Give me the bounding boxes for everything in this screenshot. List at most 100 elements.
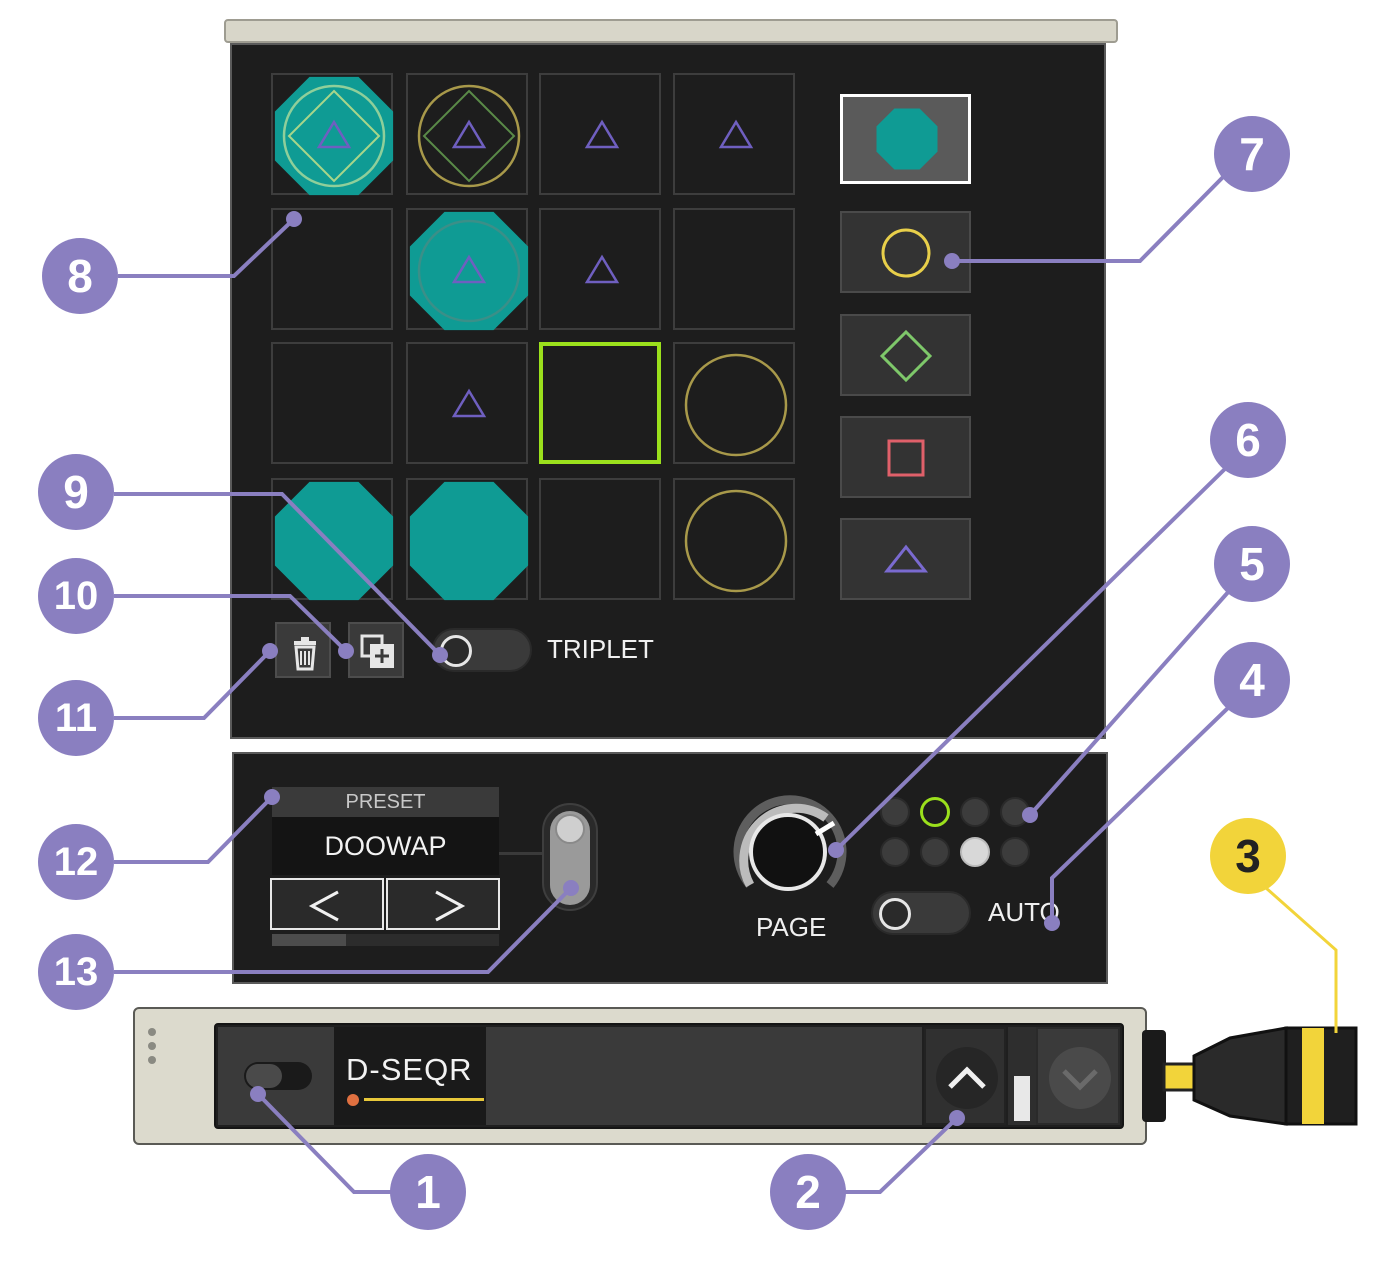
grid-cell[interactable] bbox=[673, 342, 795, 464]
triangle-shape bbox=[316, 119, 352, 149]
diamond-shape bbox=[422, 89, 516, 183]
page-led bbox=[920, 837, 950, 867]
callout-badge-6: 6 bbox=[1210, 402, 1286, 478]
level-fill bbox=[1014, 1076, 1030, 1121]
preset-prev-button[interactable] bbox=[270, 878, 384, 930]
preset-progress-track bbox=[272, 934, 499, 946]
callout-badge-11: 11 bbox=[38, 680, 114, 756]
callout-badge-2: 2 bbox=[770, 1154, 846, 1230]
page-label: PAGE bbox=[756, 912, 827, 942]
grid-cell[interactable] bbox=[271, 73, 394, 196]
duplicate-button[interactable] bbox=[348, 622, 404, 678]
callout-badge-13: 13 bbox=[38, 934, 114, 1010]
circle-shape bbox=[417, 219, 521, 323]
trash-icon bbox=[294, 637, 316, 671]
grid-cell[interactable] bbox=[406, 342, 528, 464]
callout-badge-8: 8 bbox=[42, 238, 118, 314]
octagon-shape bbox=[274, 481, 394, 601]
module-body bbox=[486, 1027, 922, 1125]
square-icon bbox=[887, 439, 925, 477]
triangle-shape bbox=[451, 388, 487, 418]
grid-cell[interactable] bbox=[673, 73, 795, 195]
panel-top-rail bbox=[224, 19, 1118, 43]
callout-badge-10: 10 bbox=[38, 558, 114, 634]
palette-octagon-button[interactable] bbox=[840, 94, 971, 184]
preset-name-display: DOOWAP bbox=[272, 817, 499, 875]
preset-progress-fill bbox=[272, 934, 346, 946]
circle-shape bbox=[684, 489, 788, 593]
callout-badge-3: 3 bbox=[1210, 818, 1286, 894]
cable-connector[interactable] bbox=[1140, 1020, 1360, 1130]
level-meter bbox=[1008, 1027, 1036, 1125]
toggle-knob bbox=[879, 898, 911, 930]
expand-down-button[interactable] bbox=[1036, 1027, 1120, 1125]
triangle-shape bbox=[584, 119, 620, 149]
palette-triangle-button[interactable] bbox=[840, 518, 971, 600]
circle-icon bbox=[881, 228, 931, 278]
octagon-shape bbox=[409, 481, 529, 601]
grid-cell[interactable] bbox=[539, 208, 661, 330]
triangle-shape bbox=[718, 119, 754, 149]
octagon-shape bbox=[274, 76, 394, 196]
palette-diamond-button[interactable] bbox=[840, 314, 971, 396]
status-led bbox=[347, 1094, 359, 1106]
connector-line bbox=[499, 852, 543, 855]
module-name: D-SEQR bbox=[346, 1052, 473, 1087]
triplet-label: TRIPLET bbox=[547, 634, 654, 664]
callout-badge-7: 7 bbox=[1214, 116, 1290, 192]
grid-cell[interactable] bbox=[539, 342, 661, 464]
palette-square-button[interactable] bbox=[840, 416, 971, 498]
auto-toggle[interactable] bbox=[871, 891, 971, 935]
preset-next-button[interactable] bbox=[386, 878, 500, 930]
octagon-shape bbox=[409, 211, 529, 331]
power-toggle[interactable] bbox=[244, 1062, 312, 1090]
circle-shape bbox=[684, 353, 788, 457]
page-led bbox=[1000, 837, 1030, 867]
grid-cell[interactable] bbox=[271, 208, 393, 330]
circle-shape bbox=[282, 84, 386, 188]
grip-dot bbox=[148, 1056, 156, 1064]
duplicate-plus-icon bbox=[360, 634, 394, 668]
diamond-icon bbox=[879, 329, 933, 383]
chevron-left-icon bbox=[308, 890, 339, 922]
page-led bbox=[960, 797, 990, 827]
grid-cell[interactable] bbox=[673, 478, 795, 600]
grid-cell[interactable] bbox=[539, 73, 661, 195]
preset-header: PRESET bbox=[272, 787, 499, 817]
toggle-knob bbox=[246, 1064, 282, 1088]
circle-shape bbox=[417, 84, 521, 188]
page-led bbox=[920, 797, 950, 827]
triangle-shape bbox=[451, 119, 487, 149]
callout-badge-9: 9 bbox=[38, 454, 114, 530]
grid-cell[interactable] bbox=[406, 478, 529, 601]
grid-cell[interactable] bbox=[271, 342, 393, 464]
switch-knob bbox=[555, 814, 585, 844]
triplet-toggle[interactable] bbox=[432, 628, 532, 672]
page-led bbox=[880, 837, 910, 867]
grid-cell[interactable] bbox=[271, 478, 394, 601]
triangle-icon bbox=[883, 544, 929, 573]
callout-badge-5: 5 bbox=[1214, 526, 1290, 602]
grip-dot bbox=[148, 1028, 156, 1036]
page-led bbox=[960, 837, 990, 867]
module-name-box bbox=[334, 1027, 486, 1125]
callout-badge-12: 12 bbox=[38, 824, 114, 900]
chevron-down-icon bbox=[1049, 1047, 1111, 1109]
chevron-right-icon bbox=[435, 890, 466, 922]
octagon-icon bbox=[876, 108, 938, 170]
grid-cell[interactable] bbox=[406, 208, 529, 331]
chevron-up-icon bbox=[936, 1047, 998, 1109]
grid-cell[interactable] bbox=[673, 208, 795, 330]
grid-cell[interactable] bbox=[539, 478, 661, 600]
grid-cell[interactable] bbox=[406, 73, 528, 195]
name-underline bbox=[364, 1098, 484, 1101]
diamond-shape bbox=[287, 89, 381, 183]
triangle-shape bbox=[584, 254, 620, 284]
triangle-shape bbox=[451, 254, 487, 284]
callout-badge-4: 4 bbox=[1214, 642, 1290, 718]
callout-badge-1: 1 bbox=[390, 1154, 466, 1230]
palette-circle-button[interactable] bbox=[840, 211, 971, 293]
expand-up-button[interactable] bbox=[924, 1027, 1006, 1125]
grip-dot bbox=[148, 1042, 156, 1050]
